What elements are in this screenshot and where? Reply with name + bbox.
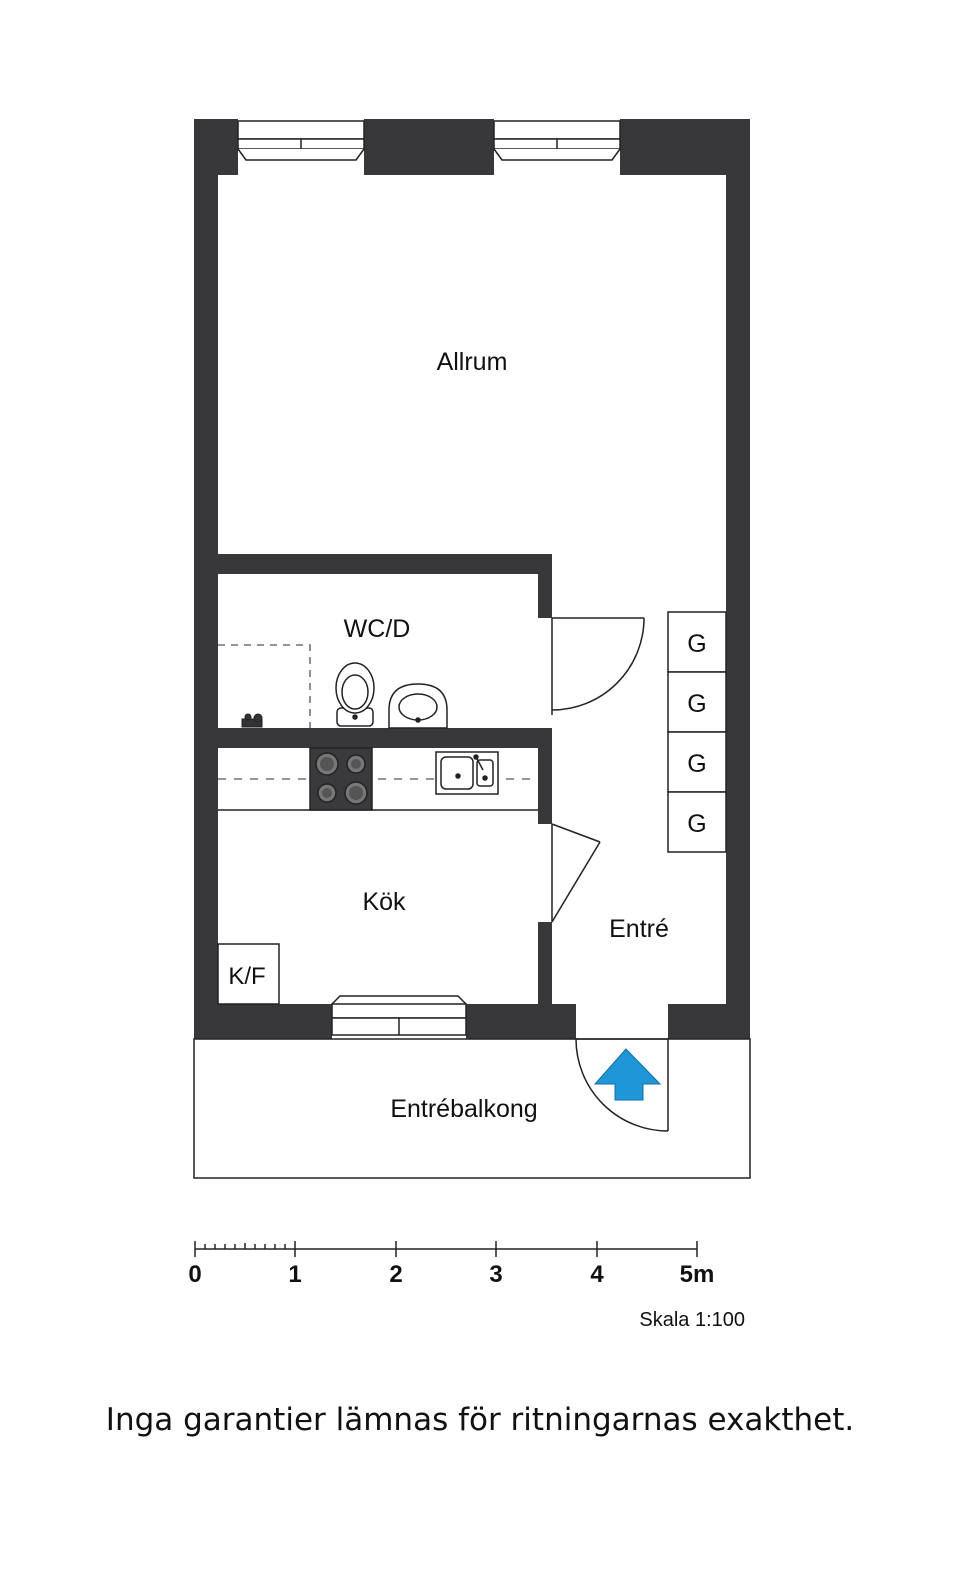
wc-fixtures [218, 644, 448, 729]
wall-wc-kok [194, 728, 552, 748]
room-label-kf: K/F [228, 963, 265, 990]
door-wc [551, 617, 645, 715]
scale-major-ticks [194, 1241, 698, 1257]
storage-label: G [687, 750, 706, 778]
window-top-left [237, 120, 365, 161]
washbasin-icon [388, 683, 448, 729]
scale-tick-label: 5m [680, 1261, 715, 1288]
sink-icon [435, 751, 499, 795]
window-kitchen [331, 995, 467, 1036]
wall-bottom-right [668, 1004, 750, 1039]
scale-tick-label: 3 [489, 1261, 502, 1288]
storage-cabinets [667, 611, 727, 853]
balcony-outline [193, 1038, 751, 1179]
doors [551, 617, 669, 1132]
wall-bottom-left [194, 1004, 332, 1039]
room-label-kok: Kök [362, 888, 406, 916]
wall-kok-right-bottom [538, 922, 552, 1004]
room-label-allrum: Allrum [437, 348, 508, 376]
wall-top-middle [364, 119, 494, 175]
scale-tick-label: 1 [288, 1261, 301, 1288]
room-label-balkong: Entrébalkong [390, 1095, 537, 1123]
room-label-wcd: WC/D [344, 615, 411, 643]
scale-caption: Skala 1:100 [639, 1309, 745, 1331]
door-entrance [575, 1038, 669, 1132]
storage-label: G [687, 630, 706, 658]
cabinet-4 [667, 791, 727, 853]
window-top-right [493, 120, 621, 161]
kitchen-fixtures [217, 747, 538, 1005]
scale-minor-ticks [204, 1243, 286, 1249]
walls [194, 119, 750, 1039]
scale-bar [194, 1241, 698, 1257]
cabinet-3 [667, 731, 727, 793]
cabinet-1 [667, 611, 727, 673]
stove-icon [309, 747, 373, 811]
scale-tick-label: 4 [590, 1261, 604, 1288]
scale-tick-label: 0 [188, 1261, 201, 1288]
scale-tick-label: 2 [389, 1261, 402, 1288]
room-label-entre: Entré [609, 915, 669, 943]
fridge-freezer [217, 943, 280, 1005]
wall-left [194, 119, 218, 1039]
shower-area [218, 644, 311, 728]
disclaimer-text: Inga garantier lämnas för ritningarnas e… [105, 1402, 855, 1438]
scale-tick-labels: 0 1 2 3 4 5m Skala 1:100 [188, 1261, 745, 1331]
storage-label: G [687, 810, 706, 838]
wall-bottom-middle [466, 1004, 576, 1039]
toilet-icon [335, 662, 375, 727]
wall-kok-right-top [538, 728, 552, 824]
windows [237, 120, 621, 1036]
wall-right [726, 119, 750, 1039]
wall-allrum-wc [194, 554, 552, 574]
door-kitchen [551, 823, 601, 923]
storage-label: G [687, 690, 706, 718]
room-labels: Allrum WC/D Kök Entré K/F Entrébalkong [228, 348, 669, 1123]
cabinet-2 [667, 671, 727, 733]
entrance-arrow-icon [593, 1048, 662, 1101]
shower-valve-icon [241, 713, 263, 728]
wall-wc-right-top [538, 554, 552, 618]
storage-labels: G G G G [687, 630, 706, 838]
